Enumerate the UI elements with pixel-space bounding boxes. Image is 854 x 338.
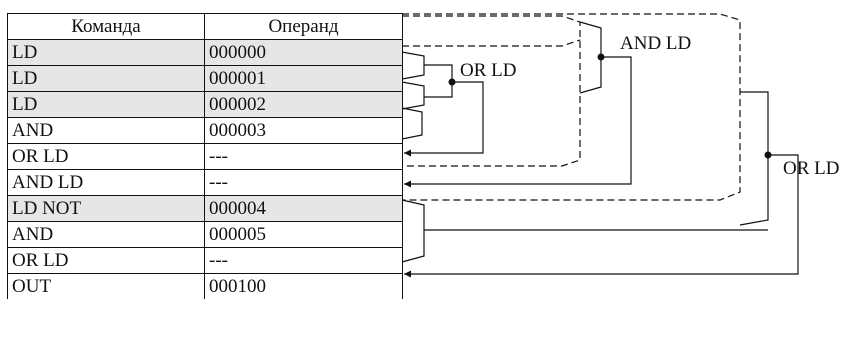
operand-cell: --- <box>204 247 403 274</box>
or-ld-connector-1 <box>424 64 453 98</box>
operand-cell: 000004 <box>204 195 403 222</box>
or-ld-branch-1 <box>404 81 484 157</box>
junction-dot-or-ld-2 <box>764 151 772 159</box>
and-ld-dashed-bracket <box>402 15 581 167</box>
command-cell: LD <box>7 91 205 118</box>
operand-cell: 000002 <box>204 91 403 118</box>
command-cell: LD <box>7 65 205 92</box>
block-bracket-ld2-and <box>401 107 423 140</box>
table-row: OR LD--- <box>7 247 403 274</box>
operand-cell: 000003 <box>204 117 403 144</box>
command-cell: AND <box>7 221 205 248</box>
command-cell: LD <box>7 39 205 66</box>
and-ld-dashed-inner <box>402 39 581 47</box>
label-or-ld-2: OR LD <box>783 158 839 179</box>
header-command: Команда <box>7 13 205 40</box>
operand-cell: 000000 <box>204 39 403 66</box>
operand-cell: 000100 <box>204 273 403 299</box>
command-cell: AND <box>7 117 205 144</box>
operand-cell: --- <box>204 143 403 170</box>
operand-cell: 000001 <box>204 65 403 92</box>
junction-dot-or-ld-1 <box>448 78 456 86</box>
table-row: AND LD--- <box>7 169 403 196</box>
operand-cell: --- <box>204 169 403 196</box>
label-and-ld: AND LD <box>620 33 691 54</box>
table-row: OR LD--- <box>7 143 403 170</box>
or-ld-connector-2 <box>404 154 799 278</box>
lower-block-bracket <box>401 199 425 263</box>
or-ld-solid-bracket <box>739 91 769 226</box>
label-or-ld-1: OR LD <box>460 60 516 81</box>
and-ld-connector <box>404 56 632 188</box>
table-header-row: Команда Операнд <box>7 13 403 40</box>
block-bracket-ld0 <box>401 51 425 80</box>
block-bracket-ld1 <box>401 81 425 110</box>
or-ld-dashed-bracket <box>402 13 741 201</box>
command-cell: AND LD <box>7 169 205 196</box>
command-cell: LD NOT <box>7 195 205 222</box>
command-cell: OR LD <box>7 143 205 170</box>
command-cell: OUT <box>7 273 205 299</box>
header-operand: Операнд <box>204 13 403 40</box>
junction-dot-and-ld <box>597 53 605 61</box>
